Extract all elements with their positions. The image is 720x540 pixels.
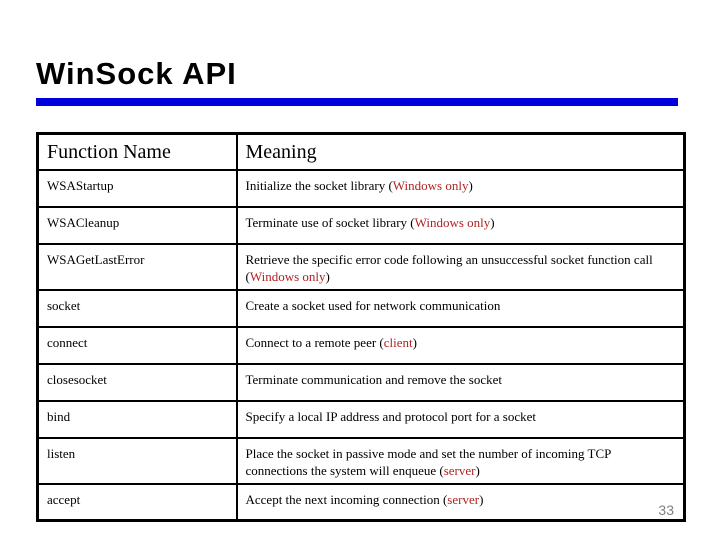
highlight-text: server: [443, 462, 476, 478]
col-header-function-name: Function Name: [36, 132, 238, 171]
function-cell: accept: [36, 482, 238, 522]
function-cell: WSACleanup: [36, 205, 238, 245]
highlight-text: Windows only: [249, 268, 326, 284]
function-cell: listen: [36, 436, 238, 485]
highlight-text: Windows only: [414, 214, 491, 230]
meaning-cell: Place the socket in passive mode and set…: [235, 436, 686, 485]
page-number: 33: [658, 502, 674, 518]
highlight-text: client: [383, 334, 413, 350]
meaning-cell: Specify a local IP address and protocol …: [235, 399, 686, 439]
function-cell: closesocket: [36, 362, 238, 402]
function-cell: socket: [36, 288, 238, 328]
function-cell: WSAStartup: [36, 168, 238, 208]
col-header-meaning: Meaning: [235, 132, 686, 171]
highlight-text: server: [447, 491, 480, 507]
table-header-row: Function Name Meaning: [36, 132, 686, 171]
meaning-cell: Connect to a remote peer (client): [235, 325, 686, 365]
meaning-cell: Accept the next incoming connection (ser…: [235, 482, 686, 522]
meaning-cell: Retrieve the specific error code followi…: [235, 242, 686, 291]
function-cell: connect: [36, 325, 238, 365]
meaning-cell: Terminate use of socket library (Windows…: [235, 205, 686, 245]
meaning-cell: Create a socket used for network communi…: [235, 288, 686, 328]
title-underline: [36, 98, 678, 106]
highlight-text: Windows only: [392, 177, 469, 193]
meaning-cell: Initialize the socket library (Windows o…: [235, 168, 686, 208]
function-cell: WSAGetLastError: [36, 242, 238, 291]
function-cell: bind: [36, 399, 238, 439]
slide-title: WinSock API: [36, 56, 237, 91]
meaning-cell: Terminate communication and remove the s…: [235, 362, 686, 402]
